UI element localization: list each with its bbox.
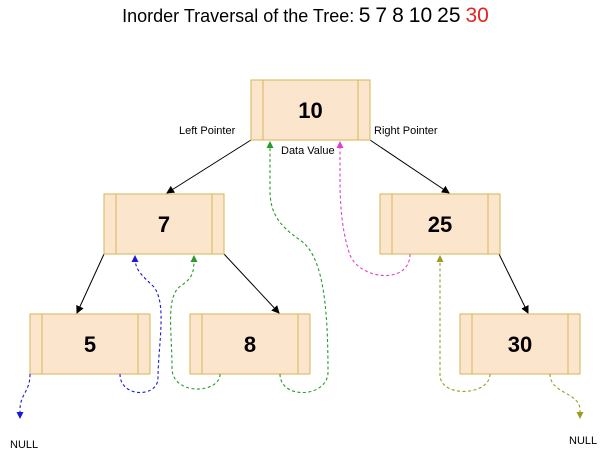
sequence-item: 5 [358,4,371,27]
sequence-item: 7 [375,4,388,27]
thread-arrow-8-to-10 [266,141,329,394]
node-value: 30 [508,332,532,357]
node-value: 10 [298,98,322,123]
node-value: 25 [428,212,452,237]
tree-node: 5 [29,313,151,375]
thread-arrow-25-to-10 [336,141,411,277]
node-value: 7 [158,212,170,237]
node-box-8 [189,313,311,375]
sequence-item: 25 [437,4,461,27]
node-box-5 [29,313,151,375]
sequence-item: 10 [408,4,433,27]
edge-10-to-7 [166,139,252,194]
thread-arrow-5-to-null [16,373,31,419]
thread-arrow-8-to-7 [170,255,221,390]
left-pointer-label: Left Pointer [179,125,236,137]
edge-25-to-30 [498,253,529,314]
node-box-25 [379,193,501,255]
null-label-left: NULL [10,439,38,451]
tree-node: 10 [250,79,371,141]
tree-node: 25 [379,193,501,255]
data-value-label: Data Value [281,145,335,157]
thread-arrow-5-to-7 [119,255,162,394]
edge-7-to-5 [76,253,105,314]
tree-node: 7 [103,193,225,255]
tree-node: 8 [189,313,311,375]
title-label: Inorder Traversal of the Tree: [122,6,355,26]
node-box-30 [459,313,581,375]
right-pointer-label: Right Pointer [374,125,438,137]
node-box-10 [250,79,371,141]
tree-node: 30 [459,313,581,375]
thread-arrow-30-to-null [549,373,584,419]
node-value: 8 [244,332,256,357]
edge-7-to-8 [223,253,280,314]
edge-10-to-25 [369,139,450,194]
sequence-item: 8 [392,4,404,27]
sequence-item-highlighted: 30 [465,4,489,27]
null-label-right: NULL [569,435,597,447]
node-box-7 [103,193,225,255]
node-value: 5 [84,332,96,357]
thread-arrow-30-to-25 [436,255,491,392]
